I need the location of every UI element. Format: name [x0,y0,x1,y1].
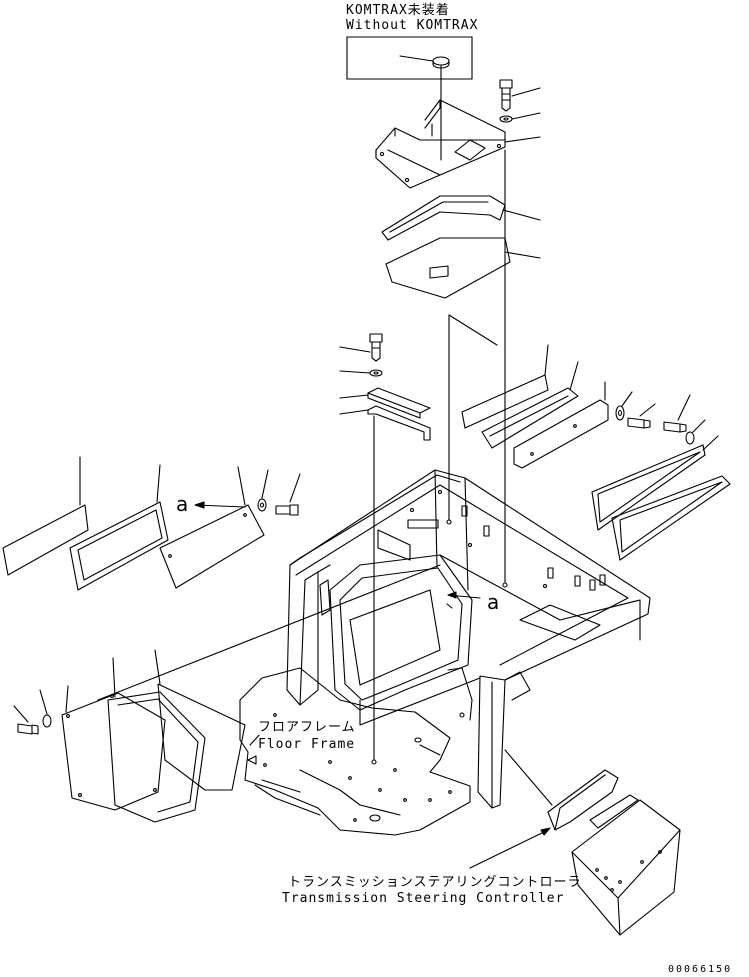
controller-box [571,799,681,936]
top-bracket [375,99,506,189]
leaders-top [502,87,541,259]
right-window-gasket [591,435,731,561]
view-ref-a-left: a [176,492,189,516]
left-bolt-1 [275,473,301,516]
left-washer-1 [257,469,269,512]
lower-left-gasket [107,657,206,823]
top-gasket [381,195,506,241]
komtrax-plug-box [346,36,473,161]
right-strip-2 [481,361,579,449]
leaders-mid [339,346,371,415]
lower-left-glass [97,564,441,791]
right-strip-1 [461,344,549,429]
mid-strips [367,387,431,441]
floor-frame-label-en: Floor Frame [258,737,356,752]
assembly-lines [373,149,506,761]
controller-bracket [504,749,639,831]
left-cover-1 [159,466,265,589]
left-glass-1 [2,456,89,576]
arrow-a-left [194,501,246,509]
mid-bolt [369,333,383,377]
cab-frame [286,469,651,809]
right-bolt-2 [663,394,706,445]
view-ref-a-right: a [487,590,500,614]
lower-left-cover [61,685,166,811]
controller-label-en: Transmission Steering Controller [282,891,565,906]
right-cover [513,381,609,469]
floor-frame-label-ja: フロアフレーム [258,720,356,735]
komtrax-label-ja: KOMTRAX未装着 [346,3,450,18]
right-bolt-1 [627,403,656,429]
controller-label-ja: トランスミッションステアリングコントローラ [288,875,582,890]
document-number: 00066150 [668,964,733,975]
controller-arrow [469,827,551,869]
komtrax-label-en: Without KOMTRAX [346,18,479,33]
top-bolt [499,79,513,123]
floor-plate [239,667,471,836]
top-plate [385,237,511,299]
left-gasket-1 [69,464,169,591]
lower-left-bolt [13,689,52,735]
right-washer [615,391,633,421]
